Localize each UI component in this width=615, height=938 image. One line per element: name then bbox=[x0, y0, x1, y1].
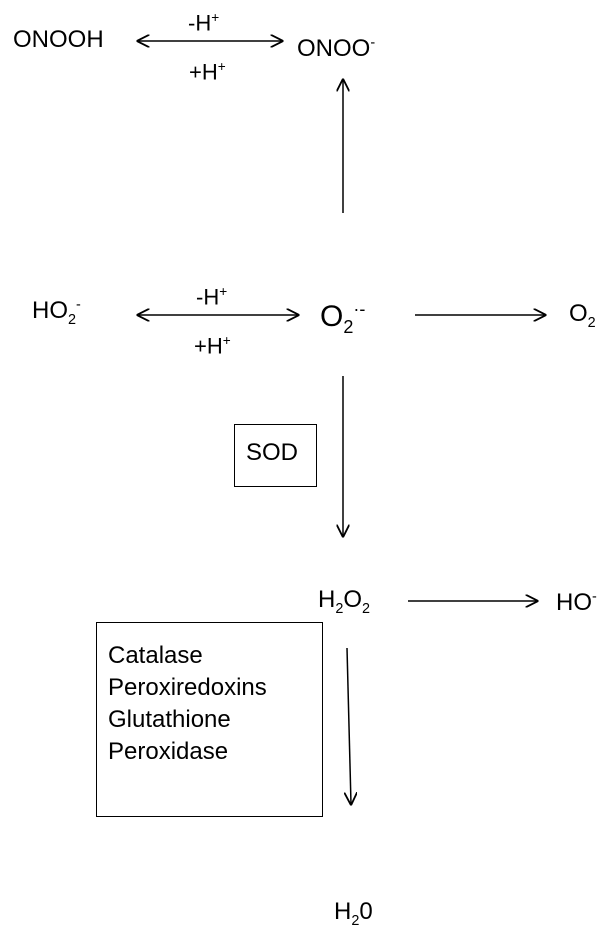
enzyme-catalase: Catalase bbox=[108, 642, 203, 669]
sod-label: SOD bbox=[246, 439, 299, 466]
arrow-h2o2-to-water bbox=[347, 647, 351, 804]
species-oxygen: O2 bbox=[569, 300, 596, 331]
sod-enzyme-box: SOD bbox=[234, 424, 317, 487]
enzyme-glutathione: Glutathione bbox=[108, 706, 231, 733]
species-superoxide: O2·- bbox=[320, 299, 366, 337]
species-hydroperoxide: HO2- bbox=[32, 297, 81, 328]
label-protonation-middle: +H+ bbox=[194, 333, 231, 359]
species-onooh: ONOOH bbox=[13, 26, 104, 53]
enzyme-peroxiredoxins: Peroxiredoxins bbox=[108, 674, 267, 701]
species-water: H20 bbox=[334, 898, 373, 929]
label-deprotonation-top: -H+ bbox=[188, 10, 220, 36]
label-deprotonation-middle: -H+ bbox=[196, 284, 228, 310]
species-hydrogen-peroxide: H2O2 bbox=[318, 586, 371, 617]
species-hydroxide: HO- bbox=[556, 589, 597, 616]
species-peroxynitrite: ONOO- bbox=[297, 35, 376, 62]
peroxide-removal-enzymes-box: Catalase Peroxiredoxins Glutathione Pero… bbox=[96, 622, 323, 817]
label-protonation-top: +H+ bbox=[189, 59, 226, 85]
enzyme-peroxidase: Peroxidase bbox=[108, 738, 229, 765]
peroxide-removal-enzyme-list: Catalase Peroxiredoxins Glutathione Pero… bbox=[108, 640, 322, 768]
